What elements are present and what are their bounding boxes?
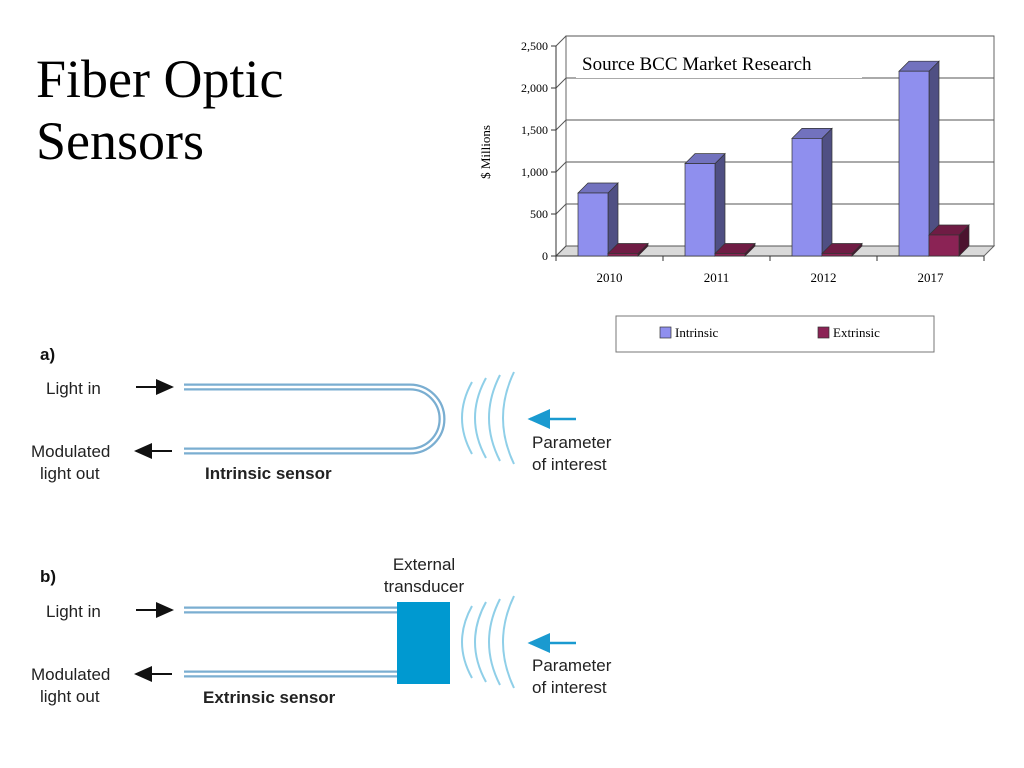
gridline: [555, 119, 994, 131]
panel-a-parameter-label: Parameter: [532, 433, 612, 452]
y-tick-label: 500: [530, 207, 548, 221]
transducer-label-2: transducer: [384, 577, 465, 596]
y-tick-label: 2,500: [521, 39, 548, 53]
chart-legend: Intrinsic Extrinsic: [615, 315, 935, 353]
x-tick-label: 2011: [704, 270, 730, 285]
panel-a-parameter-label-2: of interest: [532, 455, 607, 474]
legend-swatch: [817, 326, 830, 339]
intrinsic-sensor-caption: Intrinsic sensor: [205, 464, 332, 483]
panel-b-parameter-label-2: of interest: [532, 678, 607, 697]
bar-intrinsic-2012: [791, 127, 833, 257]
gridline: [555, 203, 994, 215]
y-tick-label: 1,000: [521, 165, 548, 179]
chart-title: Source BCC Market Research: [582, 54, 812, 75]
slide-title-line-2: Sensors: [36, 111, 205, 171]
intrinsic-sensor-panel: a) Light in Modulated light out Intrinsi…: [31, 345, 612, 483]
panel-a-light-out-label: light out: [40, 464, 100, 483]
y-tick-label: 1,500: [521, 123, 548, 137]
bar-extrinsic-2011: [714, 242, 756, 257]
intrinsic-fiber-loop: [184, 383, 446, 455]
legend-swatch: [659, 326, 672, 339]
gridline: [555, 35, 994, 47]
y-tick-label: 2,000: [521, 81, 548, 95]
panel-a-wave-icon: [461, 371, 515, 465]
bar-extrinsic-2010: [607, 242, 649, 257]
bar-intrinsic-2011: [684, 152, 726, 257]
external-transducer-block: [397, 602, 450, 684]
panel-b-wave-icon: [461, 595, 515, 689]
slide-title: Fiber Optic Sensors: [36, 48, 283, 172]
gridline: [555, 161, 994, 173]
panel-b-letter: b): [40, 567, 56, 586]
panel-b-light-in-label: Light in: [46, 602, 101, 621]
intrinsic-fiber-core: [184, 385, 444, 453]
x-tick-label: 2017: [918, 270, 945, 285]
bar-extrinsic-2012: [821, 242, 863, 257]
x-tick-label: 2010: [597, 270, 623, 285]
panel-b-light-out-label: light out: [40, 687, 100, 706]
market-chart: 0 500 1,000 1,500 2,000 2,500 2010 2011 2012 2017…: [478, 35, 996, 353]
transducer-label: External: [393, 555, 455, 574]
extrinsic-sensor-caption: Extrinsic sensor: [203, 688, 336, 707]
bar-intrinsic-2017: [898, 60, 940, 257]
panel-b-modulated-label: Modulated: [31, 665, 110, 684]
extrinsic-sensor-panel: b) Light in Modulated light out External…: [31, 555, 612, 707]
extrinsic-fibers: [184, 606, 398, 678]
y-axis-label: $ Millions: [478, 125, 493, 179]
chart-title-box: [576, 48, 862, 78]
bar-extrinsic-2017: [928, 224, 970, 257]
panel-a-modulated-label: Modulated: [31, 442, 110, 461]
legend-label: Extrinsic: [833, 325, 880, 340]
slide-title-line-1: Fiber Optic: [36, 49, 284, 109]
x-tick-label: 2012: [811, 270, 837, 285]
legend-label: Intrinsic: [675, 325, 719, 340]
panel-a-letter: a): [40, 345, 55, 364]
bar-intrinsic-2010: [577, 182, 619, 257]
sensor-diagram: a) Light in Modulated light out Intrinsi…: [31, 345, 612, 707]
panel-a-light-in-label: Light in: [46, 379, 101, 398]
panel-b-parameter-label: Parameter: [532, 656, 612, 675]
y-tick-label: 0: [542, 249, 548, 263]
